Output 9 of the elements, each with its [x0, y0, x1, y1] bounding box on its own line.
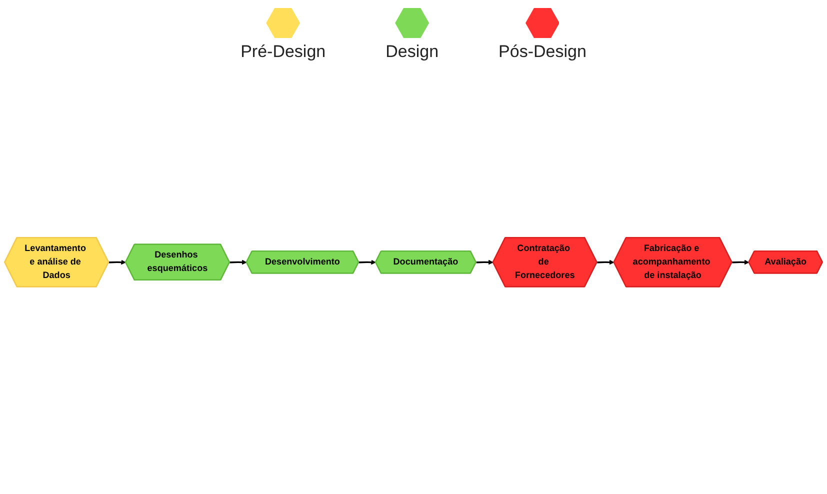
legend-label: Pós-Design	[498, 42, 586, 62]
arrow	[230, 260, 247, 265]
arrow	[358, 260, 376, 265]
legend-label: Design	[386, 42, 439, 62]
legend-label: Pré-Design	[240, 42, 326, 62]
arrow	[476, 260, 494, 265]
arrow	[108, 260, 126, 265]
arrow	[597, 260, 614, 265]
arrow	[732, 260, 750, 265]
